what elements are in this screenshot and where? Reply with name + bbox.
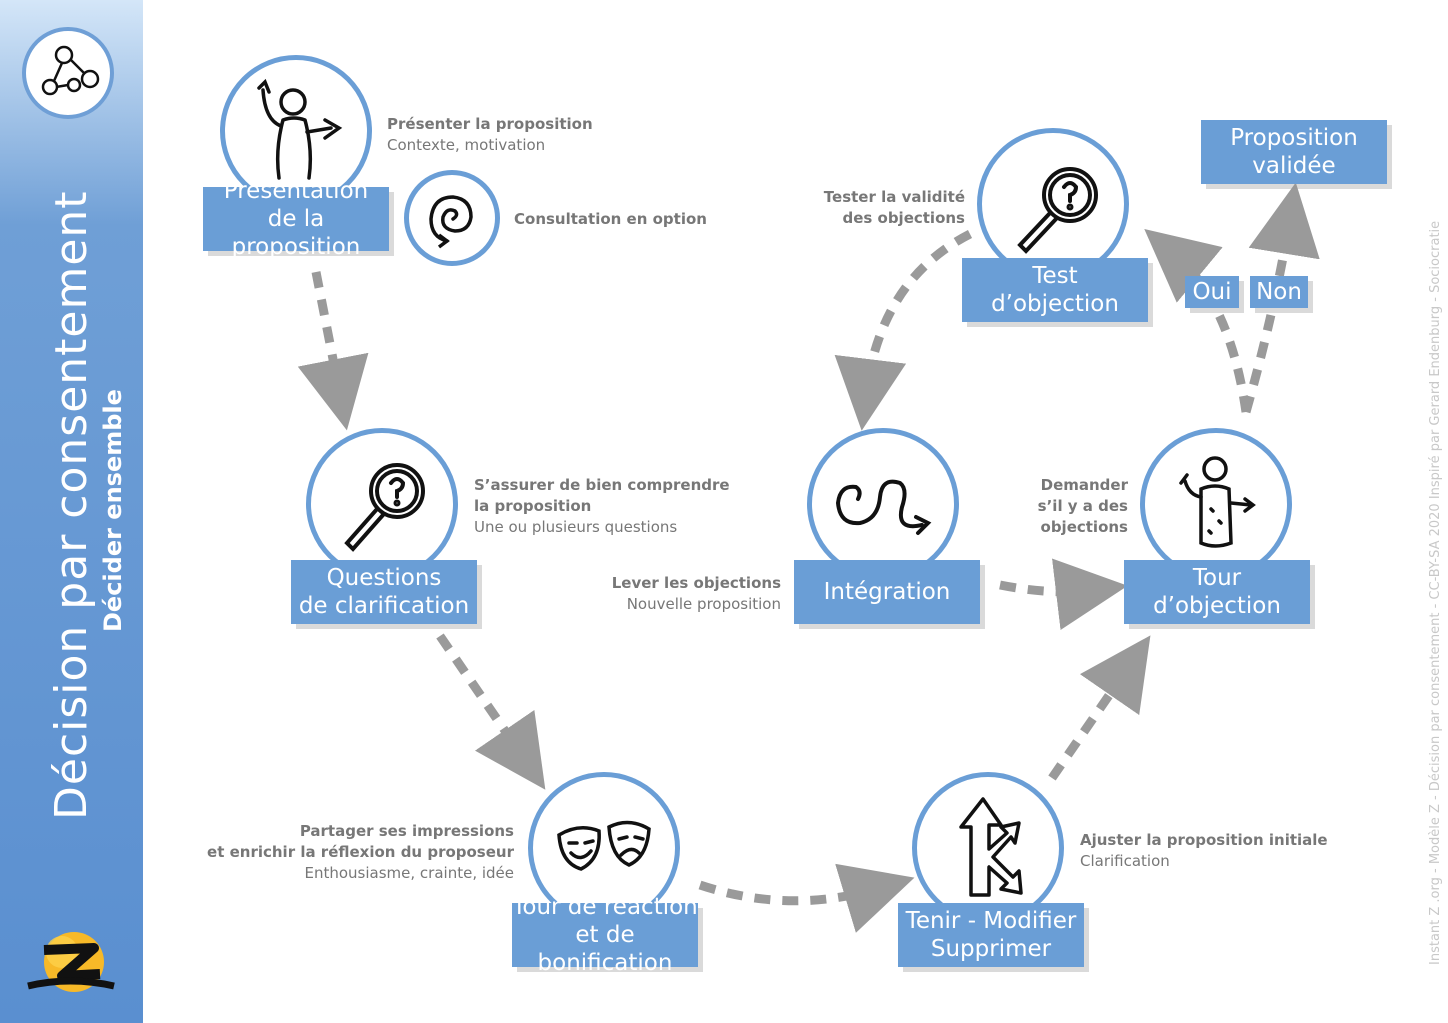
tenir-desc-bold: Ajuster la proposition initiale bbox=[1080, 831, 1328, 849]
test-circle bbox=[977, 128, 1129, 280]
brand-z-logo bbox=[22, 928, 118, 1000]
presentation-label: Présentation de la proposition bbox=[203, 178, 389, 260]
integration-desc-normal: Nouvelle proposition bbox=[626, 595, 781, 613]
objection-desc: Demander s’il y a des objections bbox=[1000, 475, 1128, 538]
presentation-label-line2: de la proposition bbox=[231, 206, 361, 260]
objection-desc-bold2: s’il y a des bbox=[1037, 497, 1128, 515]
objection-desc-bold1: Demander bbox=[1040, 476, 1128, 494]
presentation-desc-normal: Contexte, motivation bbox=[387, 136, 546, 154]
questions-desc-normal: Une ou plusieurs questions bbox=[474, 518, 678, 536]
tenir-label-line2: Supprimer bbox=[930, 936, 1052, 962]
integration-desc-bold: Lever les objections bbox=[611, 574, 781, 592]
arrow-integration-objection bbox=[999, 558, 1128, 630]
objection-label-line2: d’objection bbox=[1153, 593, 1281, 619]
reaction-circle bbox=[528, 772, 680, 924]
objection-desc-bold3: objections bbox=[1040, 518, 1128, 536]
objection-circle bbox=[1140, 428, 1292, 580]
integration-desc: Lever les objections Nouvelle propositio… bbox=[600, 573, 781, 615]
arrow-test-integration bbox=[834, 229, 973, 431]
test-label: Test d’objection bbox=[962, 258, 1148, 322]
test-label-line1: Test bbox=[1032, 263, 1078, 289]
reaction-desc-bold2: et enrichir la réflexion du proposeur bbox=[207, 843, 514, 861]
non-label: Non bbox=[1250, 276, 1308, 308]
validee-label-line2: validée bbox=[1252, 153, 1336, 179]
arrow-objection-test bbox=[1144, 229, 1251, 413]
questions-desc: S’assurer de bien comprendre la proposit… bbox=[474, 475, 730, 538]
sidebar: Décision par consentement Décider ensemb… bbox=[0, 0, 143, 1023]
questions-circle bbox=[306, 428, 458, 580]
arrow-objection-validee bbox=[1241, 182, 1320, 414]
arrow-reaction-tenir bbox=[698, 863, 915, 933]
oui-label: Oui bbox=[1185, 276, 1239, 308]
questions-label-line1: Questions bbox=[326, 565, 442, 591]
reaction-label: Tour de réaction et de bonification bbox=[512, 894, 698, 976]
person-objection-icon bbox=[1179, 456, 1256, 548]
reaction-desc-normal: Enthousiasme, crainte, idée bbox=[304, 864, 515, 882]
reaction-label-line1: Tour de réaction bbox=[512, 894, 698, 920]
consultation-circle bbox=[404, 170, 500, 266]
objection-label-line1: Tour bbox=[1192, 565, 1242, 591]
questions-label-line2: de clarification bbox=[298, 593, 470, 619]
questions-label: Questions de clarification bbox=[291, 560, 477, 624]
spiral-icon bbox=[429, 195, 473, 249]
magnifier-question-icon bbox=[344, 463, 425, 552]
consultation-desc-bold: Consultation en option bbox=[514, 210, 707, 228]
integration-label-line1: Intégration bbox=[823, 579, 951, 605]
presentation-desc: Présenter la proposition Contexte, motiv… bbox=[387, 114, 593, 156]
test-label-line2: d’objection bbox=[991, 291, 1119, 317]
presentation-desc-bold: Présenter la proposition bbox=[387, 115, 593, 133]
consultation-desc: Consultation en option bbox=[514, 209, 707, 230]
split-arrow-icon bbox=[959, 797, 1023, 897]
tenir-desc-normal: Clarification bbox=[1080, 852, 1170, 870]
presentation-label-line1: Présentation bbox=[223, 178, 369, 204]
arrow-presentation-questions bbox=[297, 271, 369, 431]
integration-circle bbox=[807, 428, 959, 580]
arrow-questions-reaction bbox=[436, 633, 546, 790]
tenir-desc: Ajuster la proposition initiale Clarific… bbox=[1080, 830, 1328, 872]
test-desc-bold2: des objections bbox=[842, 209, 965, 227]
presenter-icon bbox=[257, 78, 343, 180]
magnifier-question-icon bbox=[1017, 167, 1098, 254]
questions-desc-bold1: S’assurer de bien comprendre bbox=[474, 476, 730, 494]
tenir-circle bbox=[912, 772, 1064, 924]
objection-label: Tour d’objection bbox=[1124, 560, 1310, 624]
tenir-label-line1: Tenir - Modifier bbox=[905, 908, 1077, 934]
network-icon bbox=[22, 27, 114, 119]
reaction-desc: Partager ses impressions et enrichir la … bbox=[200, 821, 514, 884]
questions-desc-bold2: la proposition bbox=[474, 497, 592, 515]
presentation-circle bbox=[220, 55, 372, 207]
integration-label: Intégration bbox=[794, 560, 980, 624]
tenir-label: Tenir - Modifier Supprimer bbox=[898, 903, 1084, 967]
reaction-desc-bold1: Partager ses impressions bbox=[299, 822, 514, 840]
theater-masks-icon bbox=[557, 820, 651, 871]
validee-label-line1: Proposition bbox=[1230, 125, 1358, 151]
test-desc-bold1: Tester la validité bbox=[823, 188, 965, 206]
wave-arrow-icon bbox=[835, 479, 932, 535]
reaction-label-line2: et de bonification bbox=[537, 922, 673, 976]
arrow-tenir-objection bbox=[1048, 635, 1151, 781]
validee-label: Proposition validée bbox=[1201, 120, 1387, 184]
test-desc: Tester la validité des objections bbox=[800, 187, 965, 229]
